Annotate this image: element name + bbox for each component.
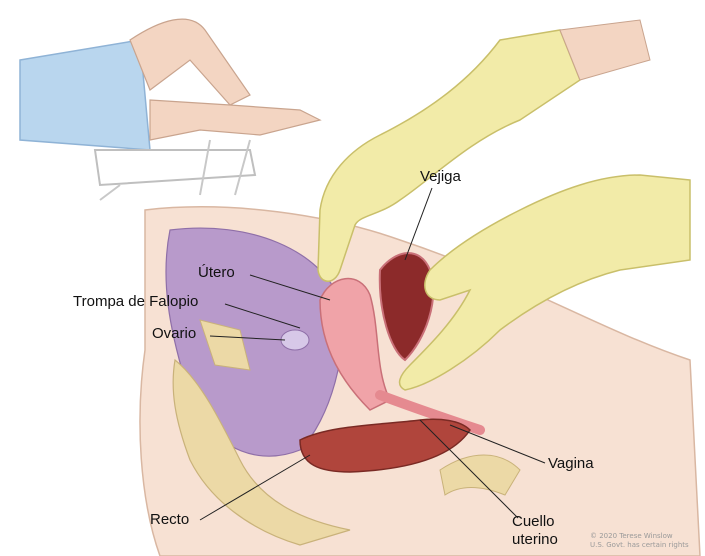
exam-table [95,150,255,185]
label-cuello-uterino-line1: Cuello [512,513,555,530]
label-utero: Útero [198,264,235,281]
label-vejiga: Vejiga [420,168,461,185]
credit-line2: U.S. Govt. has certain rights [590,541,689,549]
label-ovario: Ovario [152,325,196,342]
credit-line1: © 2020 Terese Winslow [590,532,673,540]
label-recto: Recto [150,511,189,528]
label-vagina: Vagina [548,455,594,472]
patient-lower-leg [150,100,320,140]
ovary-shape [281,330,309,350]
patient-on-table [20,19,320,200]
drape [20,40,150,150]
label-cuello-uterino-line2: uterino [512,531,558,548]
patient-leg [130,19,250,105]
label-trompa-de-falopio: Trompa de Falopio [73,293,198,310]
